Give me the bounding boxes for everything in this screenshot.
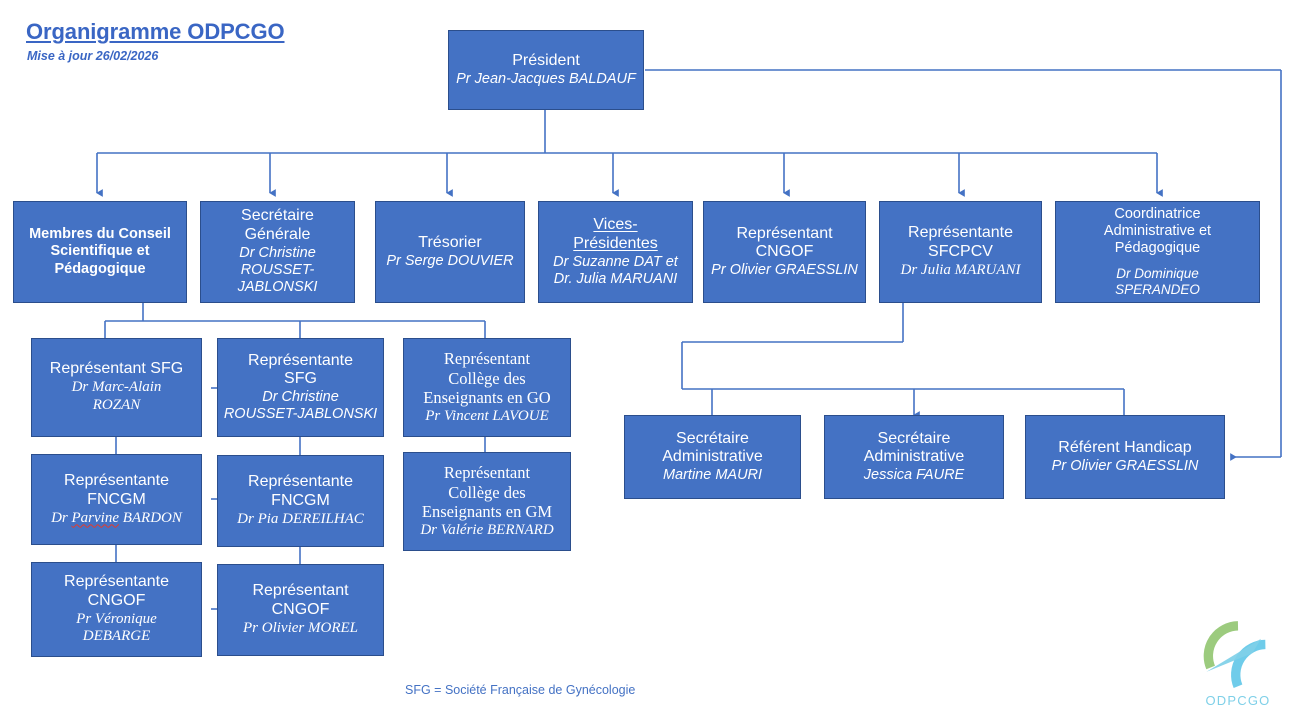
node-representante-sfg[interactable]: Représentante SFG Dr Christine ROUSSET-J… bbox=[217, 338, 384, 437]
node-representant-sfg[interactable]: Représentant SFG Dr Marc-Alain ROZAN bbox=[31, 338, 202, 437]
node-coordinatrice[interactable]: Coordinatrice Administrative et Pédagogi… bbox=[1055, 201, 1260, 303]
node-secretaire-generale[interactable]: Secrétaire Générale Dr Christine ROUSSET… bbox=[200, 201, 355, 303]
page-title: Organigramme ODPCGO bbox=[26, 19, 285, 44]
node-representante-sfcpcv[interactable]: Représentante SFCPCV Dr Julia MARUANI bbox=[879, 201, 1042, 303]
node-representante-cngof[interactable]: Représentante CNGOF Pr Véronique DEBARGE bbox=[31, 562, 202, 657]
node-secretaire-generale-role: Secrétaire Générale bbox=[241, 207, 314, 244]
node-vices-presidentes-person: Dr Suzanne DAT et Dr. Julia MARUANI bbox=[553, 253, 678, 287]
node-representante-sfcpcv-role: Représentante SFCPCV bbox=[908, 224, 1013, 261]
node-representant-sfg-person: Dr Marc-Alain ROZAN bbox=[71, 379, 162, 413]
vices-line2: Présidentes bbox=[573, 234, 658, 252]
legend-line-sfg: SFG = Société Française de Gynécologie bbox=[405, 682, 636, 697]
node-representante-cngof-role: Représentante CNGOF bbox=[64, 572, 169, 609]
node-representante-sfg-person: Dr Christine ROUSSET-JABLONSKI bbox=[223, 389, 378, 423]
node-college-go[interactable]: Représentant Collège des Enseignants en … bbox=[403, 338, 571, 437]
node-secretaire-administrative-2-person: Jessica FAURE bbox=[863, 467, 965, 484]
node-vices-presidentes-role: Vices-Présidentes bbox=[573, 216, 658, 254]
node-representante-fncgm-person: Dr Parvine BARDON bbox=[51, 510, 182, 528]
node-president[interactable]: Président Pr Jean-Jacques BALDAUF bbox=[448, 30, 644, 110]
node-representante-fncgm-role: Représentante FNCGM bbox=[64, 471, 169, 508]
node-president-role: Président bbox=[512, 52, 580, 69]
node-coordinatrice-person: Dr Dominique SPERANDEO bbox=[1115, 266, 1200, 298]
fncgm-person-flagged: Parvine bbox=[71, 509, 119, 526]
node-representant-cngof-top-person: Pr Olivier GRAESSLIN bbox=[711, 262, 858, 279]
node-college-gm[interactable]: Représentant Collège des Enseignants en … bbox=[403, 452, 571, 551]
node-representant-sfg-role: Représentant SFG bbox=[49, 360, 184, 378]
node-president-person: Pr Jean-Jacques BALDAUF bbox=[456, 70, 636, 87]
odpcgo-logo: ODPCGO bbox=[1183, 620, 1293, 716]
node-representant-cngof-bottom-role: Représentant CNGOF bbox=[252, 582, 349, 619]
node-tresorier-person: Pr Serge DOUVIER bbox=[386, 252, 514, 269]
node-referent-handicap[interactable]: Référent Handicap Pr Olivier GRAESSLIN bbox=[1025, 415, 1225, 499]
node-secretaire-administrative-2[interactable]: Secrétaire Administrative Jessica FAURE bbox=[824, 415, 1004, 499]
node-secretaire-generale-person: Dr Christine ROUSSET-JABLONSKI bbox=[237, 245, 318, 296]
node-conseil-scientifique-role: Membres du Conseil Scientifique et Pédag… bbox=[29, 226, 171, 277]
node-representant-fncgm[interactable]: Représentante FNCGM Dr Pia DEREILHAC bbox=[217, 455, 384, 547]
node-secretaire-administrative-2-role: Secrétaire Administrative bbox=[863, 429, 965, 466]
node-vices-presidentes[interactable]: Vices-Présidentes Dr Suzanne DAT et Dr. … bbox=[538, 201, 693, 303]
last-updated-label: Mise à jour 26/02/2026 bbox=[27, 49, 159, 63]
node-representant-fncgm-role: Représentante FNCGM bbox=[248, 473, 353, 510]
node-college-go-person: Pr Vincent LAVOUE bbox=[425, 407, 549, 424]
node-secretaire-administrative-1-role: Secrétaire Administrative bbox=[662, 429, 763, 466]
node-secretaire-administrative-1[interactable]: Secrétaire Administrative Martine MAURI bbox=[624, 415, 801, 499]
odpcgo-logo-mark bbox=[1203, 621, 1266, 689]
node-representant-cngof-top-role: Représentant CNGOF bbox=[736, 224, 833, 261]
node-representant-cngof-top[interactable]: Représentant CNGOF Pr Olivier GRAESSLIN bbox=[703, 201, 866, 303]
node-college-gm-role: Représentant Collège des Enseignants en … bbox=[421, 463, 553, 522]
node-conseil-scientifique[interactable]: Membres du Conseil Scientifique et Pédag… bbox=[13, 201, 187, 303]
abbreviations-legend: SFG = Société Française de Gynécologie F… bbox=[405, 639, 801, 721]
node-college-gm-person: Dr Valérie BERNARD bbox=[420, 521, 554, 538]
fncgm-person-suffix: BARDON bbox=[118, 509, 182, 526]
vices-line1: Vices- bbox=[593, 216, 638, 234]
node-representante-sfcpcv-person: Dr Julia MARUANI bbox=[900, 262, 1021, 279]
odpcgo-logo-label: ODPCGO bbox=[1205, 693, 1271, 708]
node-referent-handicap-person: Pr Olivier GRAESSLIN bbox=[1051, 457, 1199, 474]
fncgm-person-prefix: Dr bbox=[51, 509, 72, 526]
node-representante-fncgm[interactable]: Représentante FNCGM Dr Parvine BARDON bbox=[31, 454, 202, 545]
node-tresorier-role: Trésorier bbox=[418, 234, 482, 251]
node-representant-cngof-bottom-person: Pr Olivier MOREL bbox=[243, 620, 358, 637]
node-representante-cngof-person: Pr Véronique DEBARGE bbox=[76, 610, 157, 645]
node-coordinatrice-role: Coordinatrice Administrative et Pédagogi… bbox=[1103, 205, 1212, 257]
node-tresorier[interactable]: Trésorier Pr Serge DOUVIER bbox=[375, 201, 525, 303]
node-representant-fncgm-person: Dr Pia DEREILHAC bbox=[237, 511, 364, 528]
node-representant-cngof-bottom[interactable]: Représentant CNGOF Pr Olivier MOREL bbox=[217, 564, 384, 656]
node-referent-handicap-role: Référent Handicap bbox=[1058, 439, 1192, 456]
node-college-go-role: Représentant Collège des Enseignants en … bbox=[423, 349, 551, 408]
node-representante-sfg-role: Représentante SFG bbox=[248, 351, 353, 388]
node-secretaire-administrative-1-person: Martine MAURI bbox=[662, 467, 763, 484]
